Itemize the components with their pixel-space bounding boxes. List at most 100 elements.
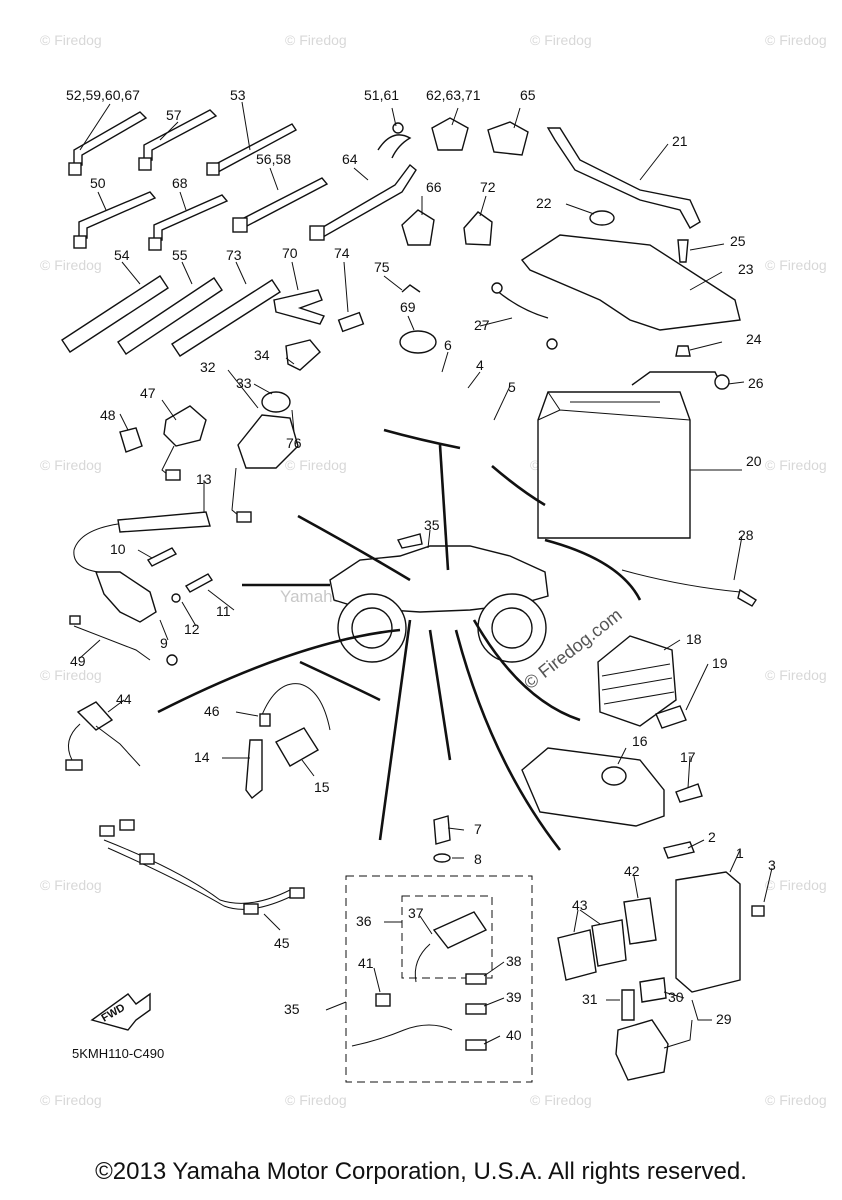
callout-label: 64 [342,151,358,167]
clamp-part [463,211,493,246]
callout-label: 3 [768,857,776,873]
coil-part [95,571,157,623]
battery-part [537,371,730,539]
terminal-part [714,374,730,390]
leader-lines [79,101,773,1049]
wire-harness-part [99,819,305,915]
wire-part [414,943,431,983]
callout-label: 22 [536,195,552,211]
sensor-part [245,739,263,799]
callout-label: 12 [184,621,200,637]
callout-label: 10 [110,541,126,557]
callout-labels: 52,59,60,67 57 53 51,61 62,63,71 65 21 5… [66,87,776,1043]
callout-label: 17 [680,749,696,765]
battery-cover-part [520,234,741,331]
wire-part [351,1024,453,1047]
callout-label: 74 [334,245,350,261]
sensor-part [275,727,319,767]
watermark: © Firedog [40,1092,102,1108]
watermark: © Firedog [285,457,347,473]
callout-label: 38 [506,953,522,969]
watermark: © Firedog [40,877,102,893]
callout-label: 25 [730,233,746,249]
bolt-part [621,989,635,1021]
atv-illustration [329,533,549,663]
callout-label: 26 [748,375,764,391]
callout-label: 18 [686,631,702,647]
callout-label: 30 [668,989,684,1005]
watermark: © Firedog [530,1092,592,1108]
tube-part [171,279,281,357]
left-component-group [69,339,321,666]
watermark: © Firedog [40,32,102,48]
washer-part [261,391,291,413]
callout-label: 27 [474,317,490,333]
callout-label: 20 [746,453,762,469]
callout-label: 56,58 [256,151,291,167]
clamps-group [377,117,529,293]
callout-label: 24 [746,331,762,347]
callout-label: 52,59,60,67 [66,87,140,103]
callout-label: 73 [226,247,242,263]
callout-label: 75 [374,259,390,275]
screw-part [184,573,214,593]
watermark: © Firedog [765,667,827,683]
cable-tie-part [232,177,329,233]
tube-part [117,277,223,355]
wire-part [73,523,119,573]
socket-part [163,405,207,447]
callout-label: 54 [114,247,130,263]
connector-part [165,469,181,481]
leader-thick-lines [157,428,642,851]
wire-part [67,723,81,761]
callout-label: 68 [172,175,188,191]
fuse-box-part [432,911,488,949]
callout-label: 32 [200,359,216,375]
callout-label: 8 [474,851,482,867]
callout-label: 35 [424,517,440,533]
screw-part [146,547,178,567]
callout-label: 31 [582,991,598,1007]
callout-label: 69 [400,299,416,315]
bracket-part [546,127,701,229]
callout-label: 35 [284,1001,300,1017]
starter-relay-part [615,1019,669,1081]
callout-label: 1 [736,845,744,861]
fwd-arrow-icon: FWD [90,992,151,1031]
switch-part [237,414,299,469]
clamp-part [401,284,421,293]
damper-part [589,210,615,226]
diagram-code: 5KMH110-C490 [72,1046,164,1061]
bolt-part [677,239,689,263]
callout-label: 62,63,71 [426,87,481,103]
callout-label: 66 [426,179,442,195]
connector-part [259,713,271,727]
nut-part [751,905,765,917]
callout-label: 51,61 [364,87,399,103]
callout-label: 29 [716,1011,732,1027]
callout-label: 65 [520,87,536,103]
watermark: © Firedog [765,877,827,893]
washer-part [171,593,181,603]
callout-label: 16 [632,733,648,749]
plug-cap-part [117,511,211,533]
callout-label: 4 [476,357,484,373]
cap-part [285,339,321,371]
battery-cable-part [621,569,757,607]
clamp-part [431,117,469,151]
callout-label: 42 [624,863,640,879]
terminal-part [546,338,558,350]
o-ring-part [601,766,627,786]
callout-label: 57 [166,107,182,123]
watermark: © Firedog [765,257,827,273]
wire-part [95,725,141,767]
cable-tie-part [68,111,148,176]
tube-part [61,275,169,353]
callout-label: 49 [70,653,86,669]
callout-label: 34 [254,347,270,363]
clamp-part [401,209,435,246]
nut-part [119,427,143,453]
sensor-part [76,701,114,731]
relay-part [623,897,657,945]
callout-label: 43 [572,897,588,913]
